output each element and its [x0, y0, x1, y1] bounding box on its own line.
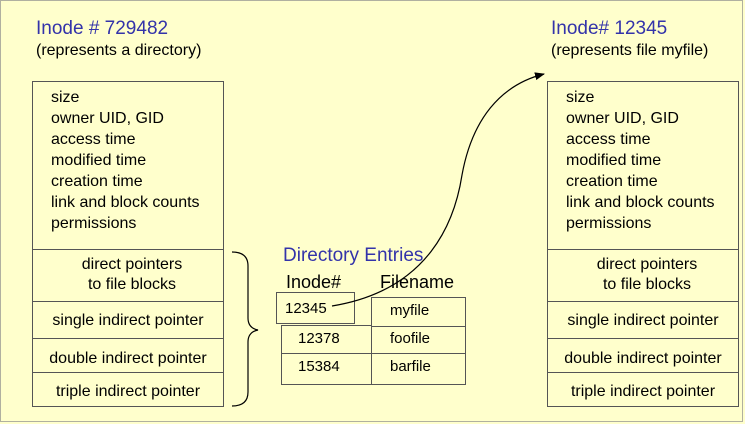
- attr-permissions: permissions: [566, 215, 652, 232]
- left-single-indirect: single indirect pointer: [33, 302, 223, 339]
- attr-owner: owner UID, GID: [566, 110, 679, 127]
- attr-owner: owner UID, GID: [51, 110, 164, 127]
- attr-access-time: access time: [566, 131, 651, 148]
- right-double-indirect: double indirect pointer: [548, 339, 738, 373]
- left-double-indirect: double indirect pointer: [33, 339, 223, 373]
- entry-inode-cell-highlighted: 12345: [276, 292, 355, 324]
- right-direct-pointers: direct pointers to file blocks: [548, 250, 738, 302]
- right-single-indirect: single indirect pointer: [548, 302, 738, 339]
- direct-pointers-line2: to file blocks: [602, 276, 692, 293]
- col-head-inode: Inode#: [286, 272, 342, 292]
- attr-access-time: access time: [51, 131, 136, 148]
- col-head-filename: Filename: [380, 272, 455, 292]
- right-inode-subtitle: (represents file myfile): [551, 42, 709, 59]
- left-direct-pointers: direct pointers to file blocks: [33, 250, 223, 302]
- attr-permissions: permissions: [51, 215, 137, 232]
- left-triple-indirect: triple indirect pointer: [55, 383, 201, 400]
- link-arrow: [331, 72, 545, 307]
- right-inode-title: Inode# 12345: [551, 18, 668, 39]
- entry-filename-cell: barfile: [371, 353, 466, 385]
- attr-link-block-counts: link and block counts: [51, 194, 200, 211]
- left-inode-box: size owner UID, GID access time modified…: [32, 81, 224, 407]
- curly-brace: [231, 251, 259, 407]
- attr-size: size: [51, 89, 80, 106]
- direct-pointers-line1: direct pointers: [81, 256, 183, 273]
- entry-filename-cell: myfile: [371, 297, 466, 327]
- entry-inode-cell: 15384: [281, 353, 373, 385]
- entry-filename-cell: foofile: [371, 325, 466, 355]
- left-inode-subtitle: (represents a directory): [36, 42, 202, 59]
- left-inode-title: Inode # 729482: [36, 18, 169, 39]
- attr-modified-time: modified time: [51, 152, 147, 169]
- directory-entries-title: Directory Entries: [283, 245, 424, 266]
- attr-creation-time: creation time: [566, 173, 658, 190]
- attr-link-block-counts: link and block counts: [566, 194, 715, 211]
- direct-pointers-line1: direct pointers: [596, 256, 698, 273]
- right-inode-box: size owner UID, GID access time modified…: [547, 81, 739, 407]
- attr-modified-time: modified time: [566, 152, 662, 169]
- right-triple-indirect: triple indirect pointer: [570, 383, 716, 400]
- direct-pointers-line2: to file blocks: [87, 276, 177, 293]
- attr-size: size: [566, 89, 595, 106]
- left-inode-attributes: size owner UID, GID access time modified…: [33, 82, 223, 250]
- right-inode-attributes: size owner UID, GID access time modified…: [548, 82, 738, 250]
- attr-creation-time: creation time: [51, 173, 143, 190]
